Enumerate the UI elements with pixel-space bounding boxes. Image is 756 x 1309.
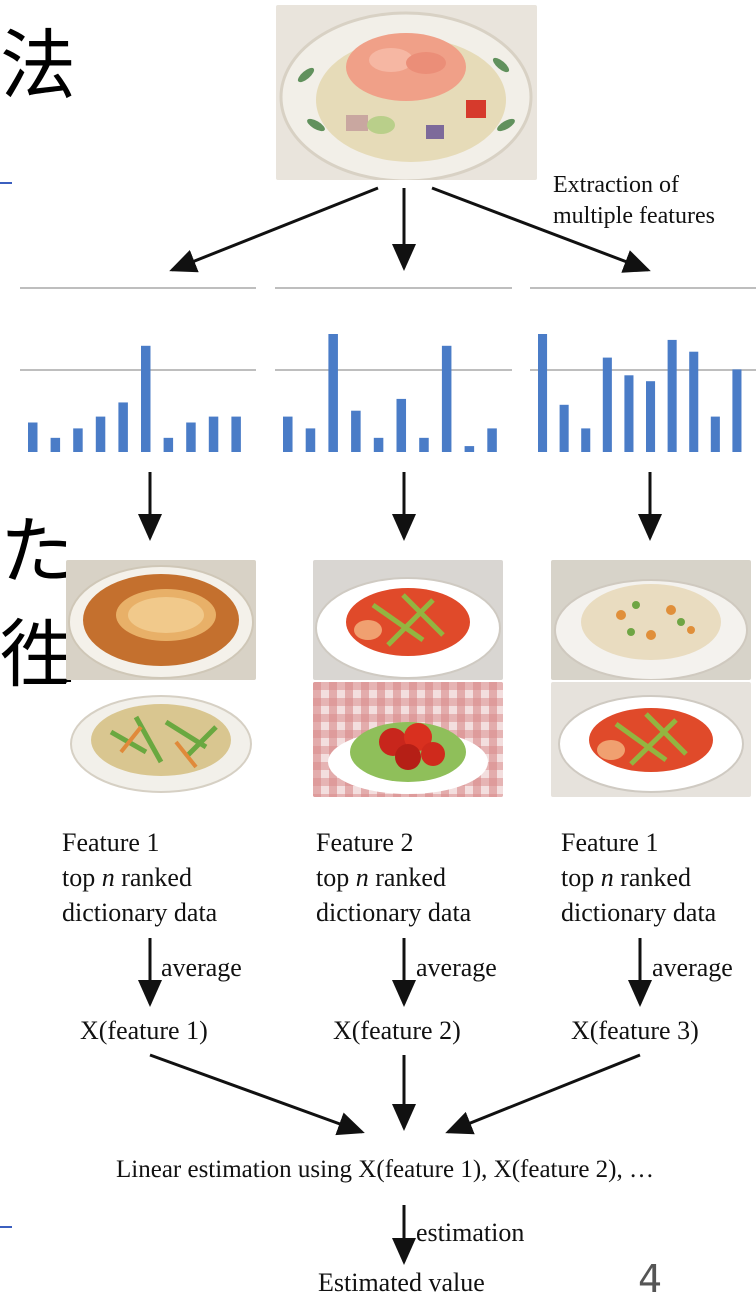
histogram-bar	[667, 339, 677, 452]
title-underline	[0, 182, 12, 184]
column-1-feature-text: Feature 1 top n ranked dictionary data	[62, 825, 217, 930]
column-3-photo-top	[551, 560, 751, 680]
estimation-label: estimation	[416, 1218, 525, 1247]
histogram-bar	[231, 416, 241, 452]
feature-title: Feature 1	[561, 828, 659, 857]
histogram-bar	[646, 381, 656, 452]
histogram-bar	[373, 437, 384, 452]
feature-top: top	[62, 863, 96, 892]
histogram-bar	[95, 416, 106, 452]
side-text-fragment-2: 徃	[0, 612, 74, 698]
estimated-value-label: Estimated value	[318, 1268, 485, 1297]
x-feature-3: X(feature 3)	[571, 1016, 699, 1045]
feature-n: n	[101, 863, 115, 892]
feature-ranked: ranked	[121, 863, 192, 892]
histogram-bar	[28, 422, 38, 452]
histogram-bar	[689, 351, 699, 452]
arrow-to-feature-3	[431, 186, 651, 273]
feature-top: top	[316, 863, 350, 892]
arrow-x3-to-linear	[445, 1053, 641, 1135]
feature-ranked: ranked	[375, 863, 446, 892]
column-2-photo-bottom	[313, 682, 503, 797]
histogram-bar	[464, 446, 475, 452]
extraction-label-line2: multiple features	[553, 203, 715, 229]
arrow-to-feature-1	[169, 186, 379, 273]
feature-ranked: ranked	[620, 863, 691, 892]
histogram-3	[530, 287, 756, 452]
histogram-1	[20, 287, 256, 452]
feature-dictionary: dictionary data	[62, 898, 218, 927]
column-1-photo-bottom	[66, 682, 256, 797]
average-label-1: average	[161, 953, 242, 982]
histogram-2	[275, 287, 512, 452]
histogram-bar	[396, 398, 407, 452]
column-2-photo-top	[313, 560, 503, 680]
feature-title: Feature 1	[62, 828, 160, 857]
histogram-bar	[328, 334, 338, 452]
histogram-bar	[186, 422, 196, 452]
histogram-bar	[732, 369, 742, 452]
feature-dictionary: dictionary data	[561, 898, 717, 927]
histogram-bar	[208, 416, 219, 452]
average-label-2: average	[416, 953, 497, 982]
page-number: 4	[638, 1257, 663, 1301]
histogram-bar	[351, 410, 361, 452]
feature-title: Feature 2	[316, 828, 414, 857]
input-food-photo	[276, 5, 537, 180]
column-3-feature-text: Feature 1 top n ranked dictionary data	[561, 825, 716, 930]
histogram-bar	[50, 437, 61, 452]
histogram-bar	[710, 416, 720, 452]
histogram-bar	[602, 357, 612, 452]
column-2-feature-text: Feature 2 top n ranked dictionary data	[316, 825, 471, 930]
feature-histograms	[20, 287, 756, 452]
column-3-photo-bottom	[551, 682, 751, 797]
histogram-bar	[487, 428, 497, 452]
slide-title-fragment: 法	[0, 21, 76, 110]
feature-top: top	[561, 863, 595, 892]
bottom-left-underline	[0, 1226, 12, 1228]
histogram-bar	[581, 428, 591, 452]
histogram-bar	[283, 416, 293, 452]
extraction-label-line1: Extraction of	[553, 172, 679, 198]
column-1-photo-top	[66, 560, 256, 680]
average-label-3: average	[652, 953, 733, 982]
histogram-bar	[559, 404, 569, 452]
arrow-x1-to-linear	[149, 1053, 365, 1136]
feature-dictionary: dictionary data	[316, 898, 472, 927]
histogram-bar	[118, 402, 128, 452]
histogram-bar	[163, 437, 174, 452]
x-feature-2: X(feature 2)	[333, 1016, 461, 1045]
histogram-bar	[624, 375, 634, 452]
histogram-bar	[305, 428, 316, 452]
histogram-bar	[538, 334, 548, 452]
histogram-bar	[73, 428, 83, 452]
side-text-fragment-1: た	[0, 509, 74, 595]
histogram-bar	[141, 345, 151, 452]
feature-n: n	[600, 863, 614, 892]
histogram-bar	[419, 437, 429, 452]
linear-estimation-label: Linear estimation using X(feature 1), X(…	[116, 1156, 654, 1183]
histogram-bar	[441, 345, 452, 452]
feature-n: n	[355, 863, 369, 892]
x-feature-1: X(feature 1)	[80, 1016, 208, 1045]
